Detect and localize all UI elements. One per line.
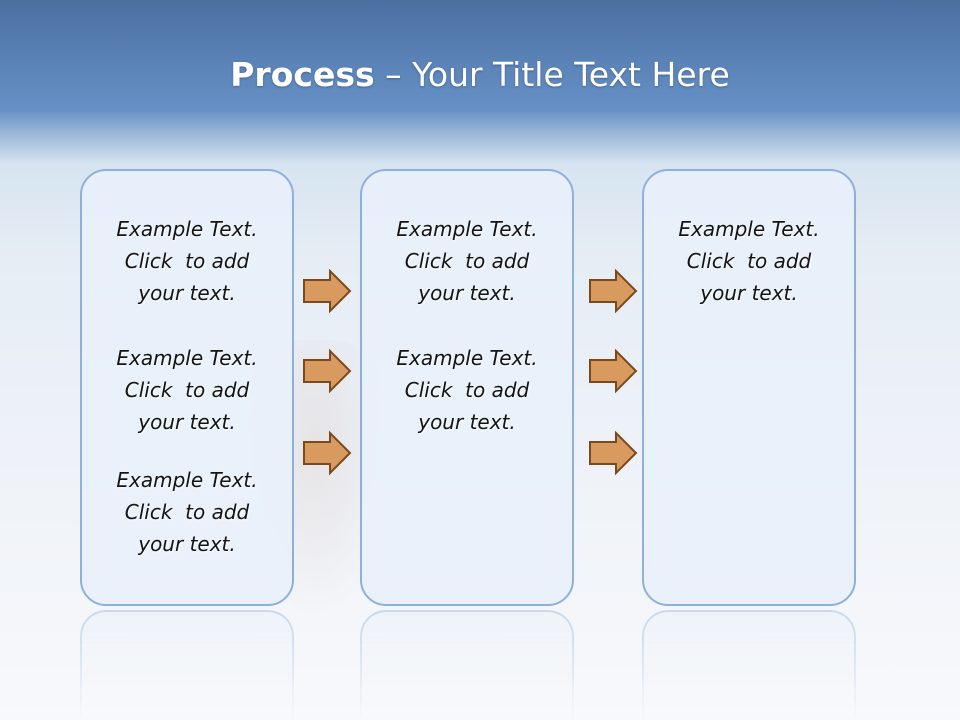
text-line: Click to add: [124, 500, 250, 524]
text-block[interactable]: Example Text. Click to add your text.: [82, 464, 292, 560]
box-reflection: [360, 610, 574, 720]
text-line: Click to add: [404, 378, 530, 402]
box-reflection: [642, 610, 856, 720]
text-block[interactable]: Example Text. Click to add your text.: [362, 342, 572, 438]
title-bold: Process: [230, 55, 375, 94]
process-box-3[interactable]: Example Text. Click to add your text.: [642, 169, 856, 606]
title-rest: – Your Title Text Here: [385, 55, 730, 94]
text-line: your text.: [138, 410, 236, 434]
text-line: Example Text.: [678, 217, 820, 241]
right-arrow-icon[interactable]: [302, 269, 352, 313]
text-line: Example Text.: [396, 346, 538, 370]
text-line: Click to add: [124, 249, 250, 273]
text-block[interactable]: Example Text. Click to add your text.: [82, 342, 292, 438]
text-line: your text.: [418, 281, 516, 305]
text-line: Example Text.: [116, 346, 258, 370]
slide-title[interactable]: Process – Your Title Text Here: [0, 52, 960, 98]
text-line: Example Text.: [396, 217, 538, 241]
text-block[interactable]: Example Text. Click to add your text.: [644, 213, 854, 309]
box-reflection: [80, 610, 294, 720]
right-arrow-icon[interactable]: [302, 349, 352, 393]
text-line: Click to add: [404, 249, 530, 273]
right-arrow-icon[interactable]: [588, 349, 638, 393]
text-line: your text.: [700, 281, 798, 305]
text-line: Example Text.: [116, 217, 258, 241]
process-box-1[interactable]: Example Text. Click to add your text. Ex…: [80, 169, 294, 606]
right-arrow-icon[interactable]: [588, 431, 638, 475]
right-arrow-icon[interactable]: [588, 269, 638, 313]
process-box-2[interactable]: Example Text. Click to add your text. Ex…: [360, 169, 574, 606]
text-line: your text.: [418, 410, 516, 434]
text-line: Click to add: [124, 378, 250, 402]
text-line: your text.: [138, 281, 236, 305]
text-line: Example Text.: [116, 468, 258, 492]
text-block[interactable]: Example Text. Click to add your text.: [82, 213, 292, 309]
right-arrow-icon[interactable]: [302, 431, 352, 475]
text-line: Click to add: [686, 249, 812, 273]
text-block[interactable]: Example Text. Click to add your text.: [362, 213, 572, 309]
text-line: your text.: [138, 532, 236, 556]
